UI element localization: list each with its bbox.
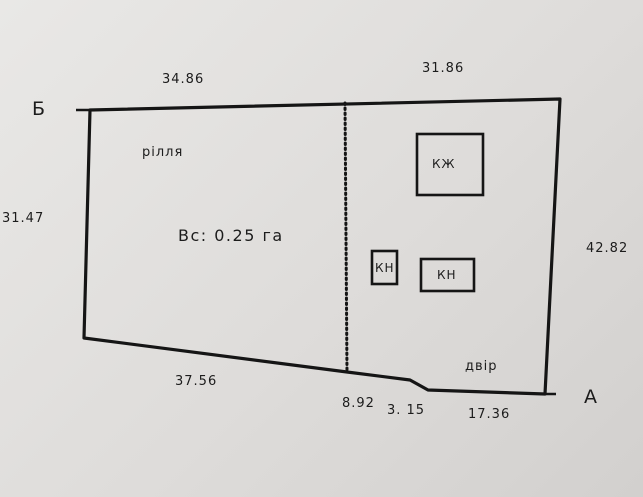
dimension-top-right: 31.86 xyxy=(422,61,465,76)
zone-label-field: рілля xyxy=(142,145,184,160)
building-kzh xyxy=(415,132,485,197)
dimension-bottom-right: 17.36 xyxy=(468,407,511,422)
corner-label-b: Б xyxy=(32,98,46,120)
area-label: Вс: 0.25 га xyxy=(178,226,284,245)
dimension-bottom-small: 3. 15 xyxy=(387,403,426,418)
building-kn-large-label: КН xyxy=(437,268,457,282)
dimension-left: 31.47 xyxy=(2,211,45,226)
zone-label-yard: двір xyxy=(465,359,498,374)
building-kzh-label: КЖ xyxy=(432,157,456,171)
dimension-bottom-left: 37.56 xyxy=(175,374,218,389)
corner-label-a: А xyxy=(584,386,597,408)
dimension-bottom-mid: 8.92 xyxy=(342,396,375,411)
plot-boundary xyxy=(82,97,562,396)
division-line xyxy=(343,101,349,374)
building-kn-large xyxy=(419,257,476,293)
dimension-right: 42.82 xyxy=(586,241,629,256)
building-kn-small-label: КН xyxy=(375,261,395,275)
dimension-top-left: 34.86 xyxy=(162,72,205,87)
building-kn-small xyxy=(370,249,399,286)
